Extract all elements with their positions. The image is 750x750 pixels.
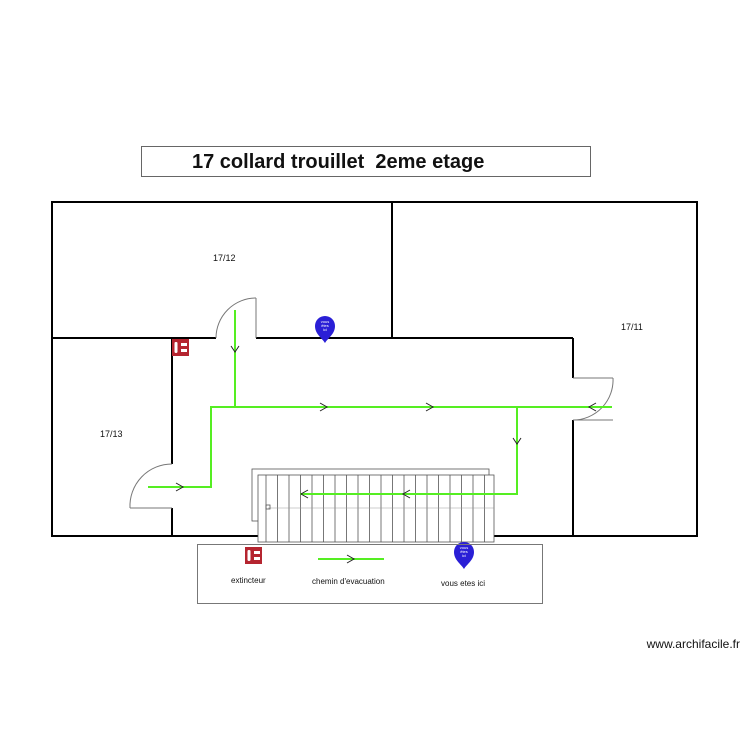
arrow-icon: [175, 345, 597, 499]
pin-text-line: ici: [462, 553, 466, 558]
title-box: 17 collard trouillet 2eme etage: [141, 146, 591, 177]
pin-text-line: êtes: [460, 549, 468, 554]
legend-label-extincteur: extincteur: [231, 576, 266, 585]
pin-text-line: vous: [321, 319, 329, 324]
room-label-17-13: 17/13: [100, 429, 123, 439]
legend-label-evacuation: chemin d'evacuation: [312, 577, 385, 586]
door-swing-icon: [572, 377, 614, 421]
room-label-17-11: 17/11: [621, 322, 643, 332]
pin-text-line: êtes: [321, 323, 329, 328]
evacuation-route: [148, 310, 612, 495]
fire-extinguisher-icon: [172, 339, 189, 356]
pin-text-line: vous: [460, 545, 468, 550]
staircase-icon: [251, 468, 495, 543]
legend-fire-extinguisher-icon: [245, 547, 262, 564]
door-swing-icon: [129, 463, 173, 509]
footer-watermark: www.archifacile.fr: [646, 637, 740, 651]
door-swing-icon: [215, 297, 257, 339]
pin-text-line: ici: [323, 327, 327, 332]
legend-location-pin-icon: vous êtes ici: [454, 542, 474, 569]
legend-evacuation-line: [318, 554, 384, 564]
legend-label-here: vous etes ici: [441, 579, 486, 588]
plan-title: 17 collard trouillet 2eme etage: [192, 151, 485, 173]
location-pin-icon: vous êtes ici: [315, 316, 335, 343]
legend-box: [197, 544, 543, 604]
room-label-17-12: 17/12: [213, 253, 236, 263]
